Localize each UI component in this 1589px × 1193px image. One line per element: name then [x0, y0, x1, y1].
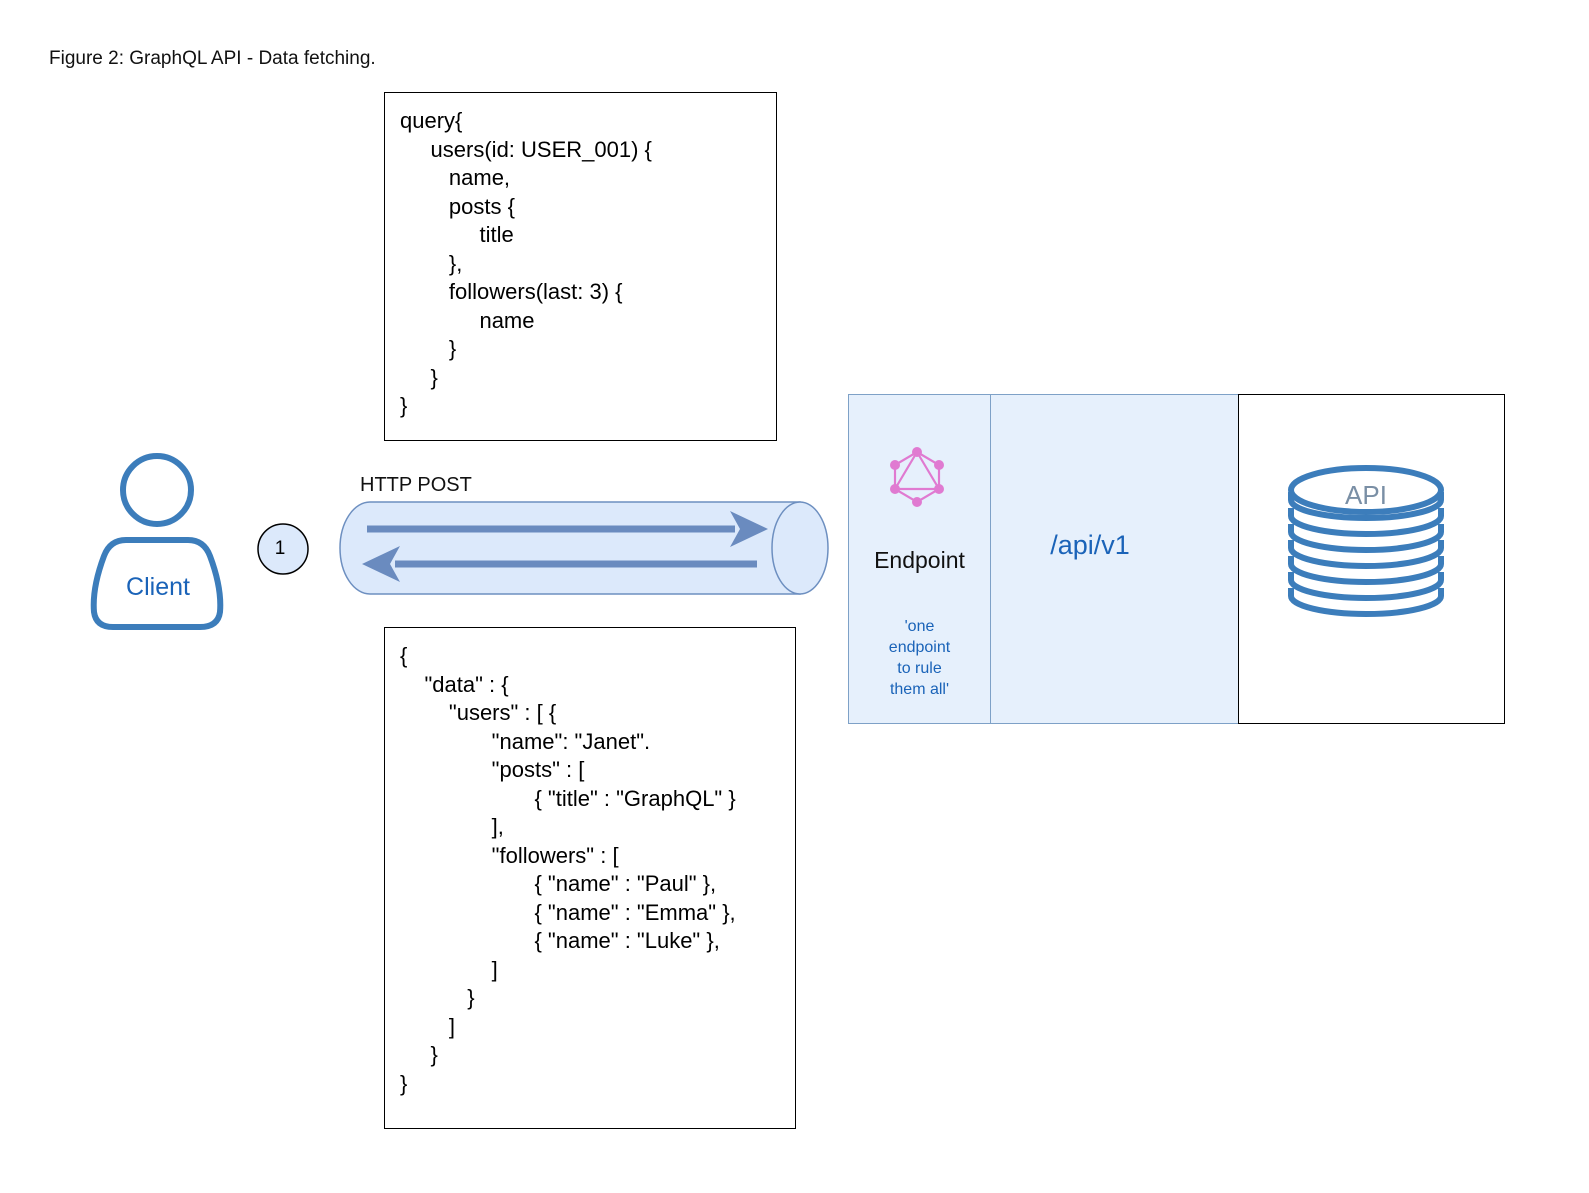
- code-line: ]: [400, 1013, 456, 1039]
- code-line: posts {: [400, 193, 515, 219]
- json-response-text: { "data" : { "users" : [ { "name": "Jane…: [400, 642, 795, 1098]
- graphql-query-box: query{ users(id: USER_001) { name, posts…: [384, 92, 777, 441]
- code-line: title: [400, 222, 514, 247]
- code-line: { "name" : "Emma" },: [400, 899, 736, 925]
- code-line: "data" : {: [400, 671, 509, 697]
- endpoint-note-line: 'one: [904, 618, 935, 635]
- code-line: followers(last: 3) {: [400, 279, 623, 304]
- code-line: "posts" : [: [400, 757, 585, 782]
- code-line: name,: [400, 165, 511, 190]
- endpoint-note-line: to rule: [897, 660, 942, 677]
- code-line: },: [400, 250, 463, 276]
- code-line: query{: [400, 108, 463, 133]
- code-line: "users" : [ {: [400, 700, 557, 725]
- route-label: /api/v1: [1050, 530, 1130, 560]
- transport-label: HTTP POST: [360, 474, 472, 496]
- step-circle: [257, 523, 309, 575]
- code-line: }: [400, 393, 408, 418]
- code-line: }: [400, 336, 457, 361]
- figure-caption: Figure 2: GraphQL API - Data fetching.: [49, 48, 376, 69]
- graphql-logo-icon: [890, 447, 944, 507]
- graphql-query-text: query{ users(id: USER_001) { name, posts…: [400, 107, 776, 421]
- database-stack-icon: [1288, 465, 1444, 617]
- code-line: { "name" : "Paul" },: [400, 871, 717, 896]
- code-line: ]: [400, 956, 498, 982]
- endpoint-note-line: endpoint: [888, 639, 951, 656]
- code-line: }: [400, 364, 438, 390]
- json-response-box: { "data" : { "users" : [ { "name": "Jane…: [384, 627, 796, 1129]
- code-line: "name": "Janet".: [400, 728, 651, 754]
- code-line: {: [400, 643, 408, 668]
- endpoint-note: 'one endpoint to rule them all': [848, 616, 991, 700]
- code-line: { "title" : "GraphQL" }: [400, 785, 736, 811]
- endpoint-note-line: them all': [889, 681, 950, 698]
- user-icon: [90, 453, 224, 630]
- pipe-arrows-icon: [339, 501, 829, 595]
- code-line: }: [400, 1070, 408, 1096]
- client-label: Client: [126, 573, 190, 601]
- code-line: name: [400, 307, 535, 333]
- step-number: 1: [274, 538, 286, 559]
- code-line: { "name" : "Luke" },: [400, 928, 720, 953]
- code-line: users(id: USER_001) {: [400, 136, 652, 162]
- code-line: }: [400, 985, 475, 1010]
- code-line: "followers" : [: [400, 842, 619, 868]
- endpoint-label: Endpoint: [874, 547, 965, 573]
- api-label: API: [1345, 480, 1387, 510]
- code-line: ],: [400, 814, 504, 839]
- route-panel: [990, 394, 1239, 724]
- code-line: }: [400, 1042, 438, 1067]
